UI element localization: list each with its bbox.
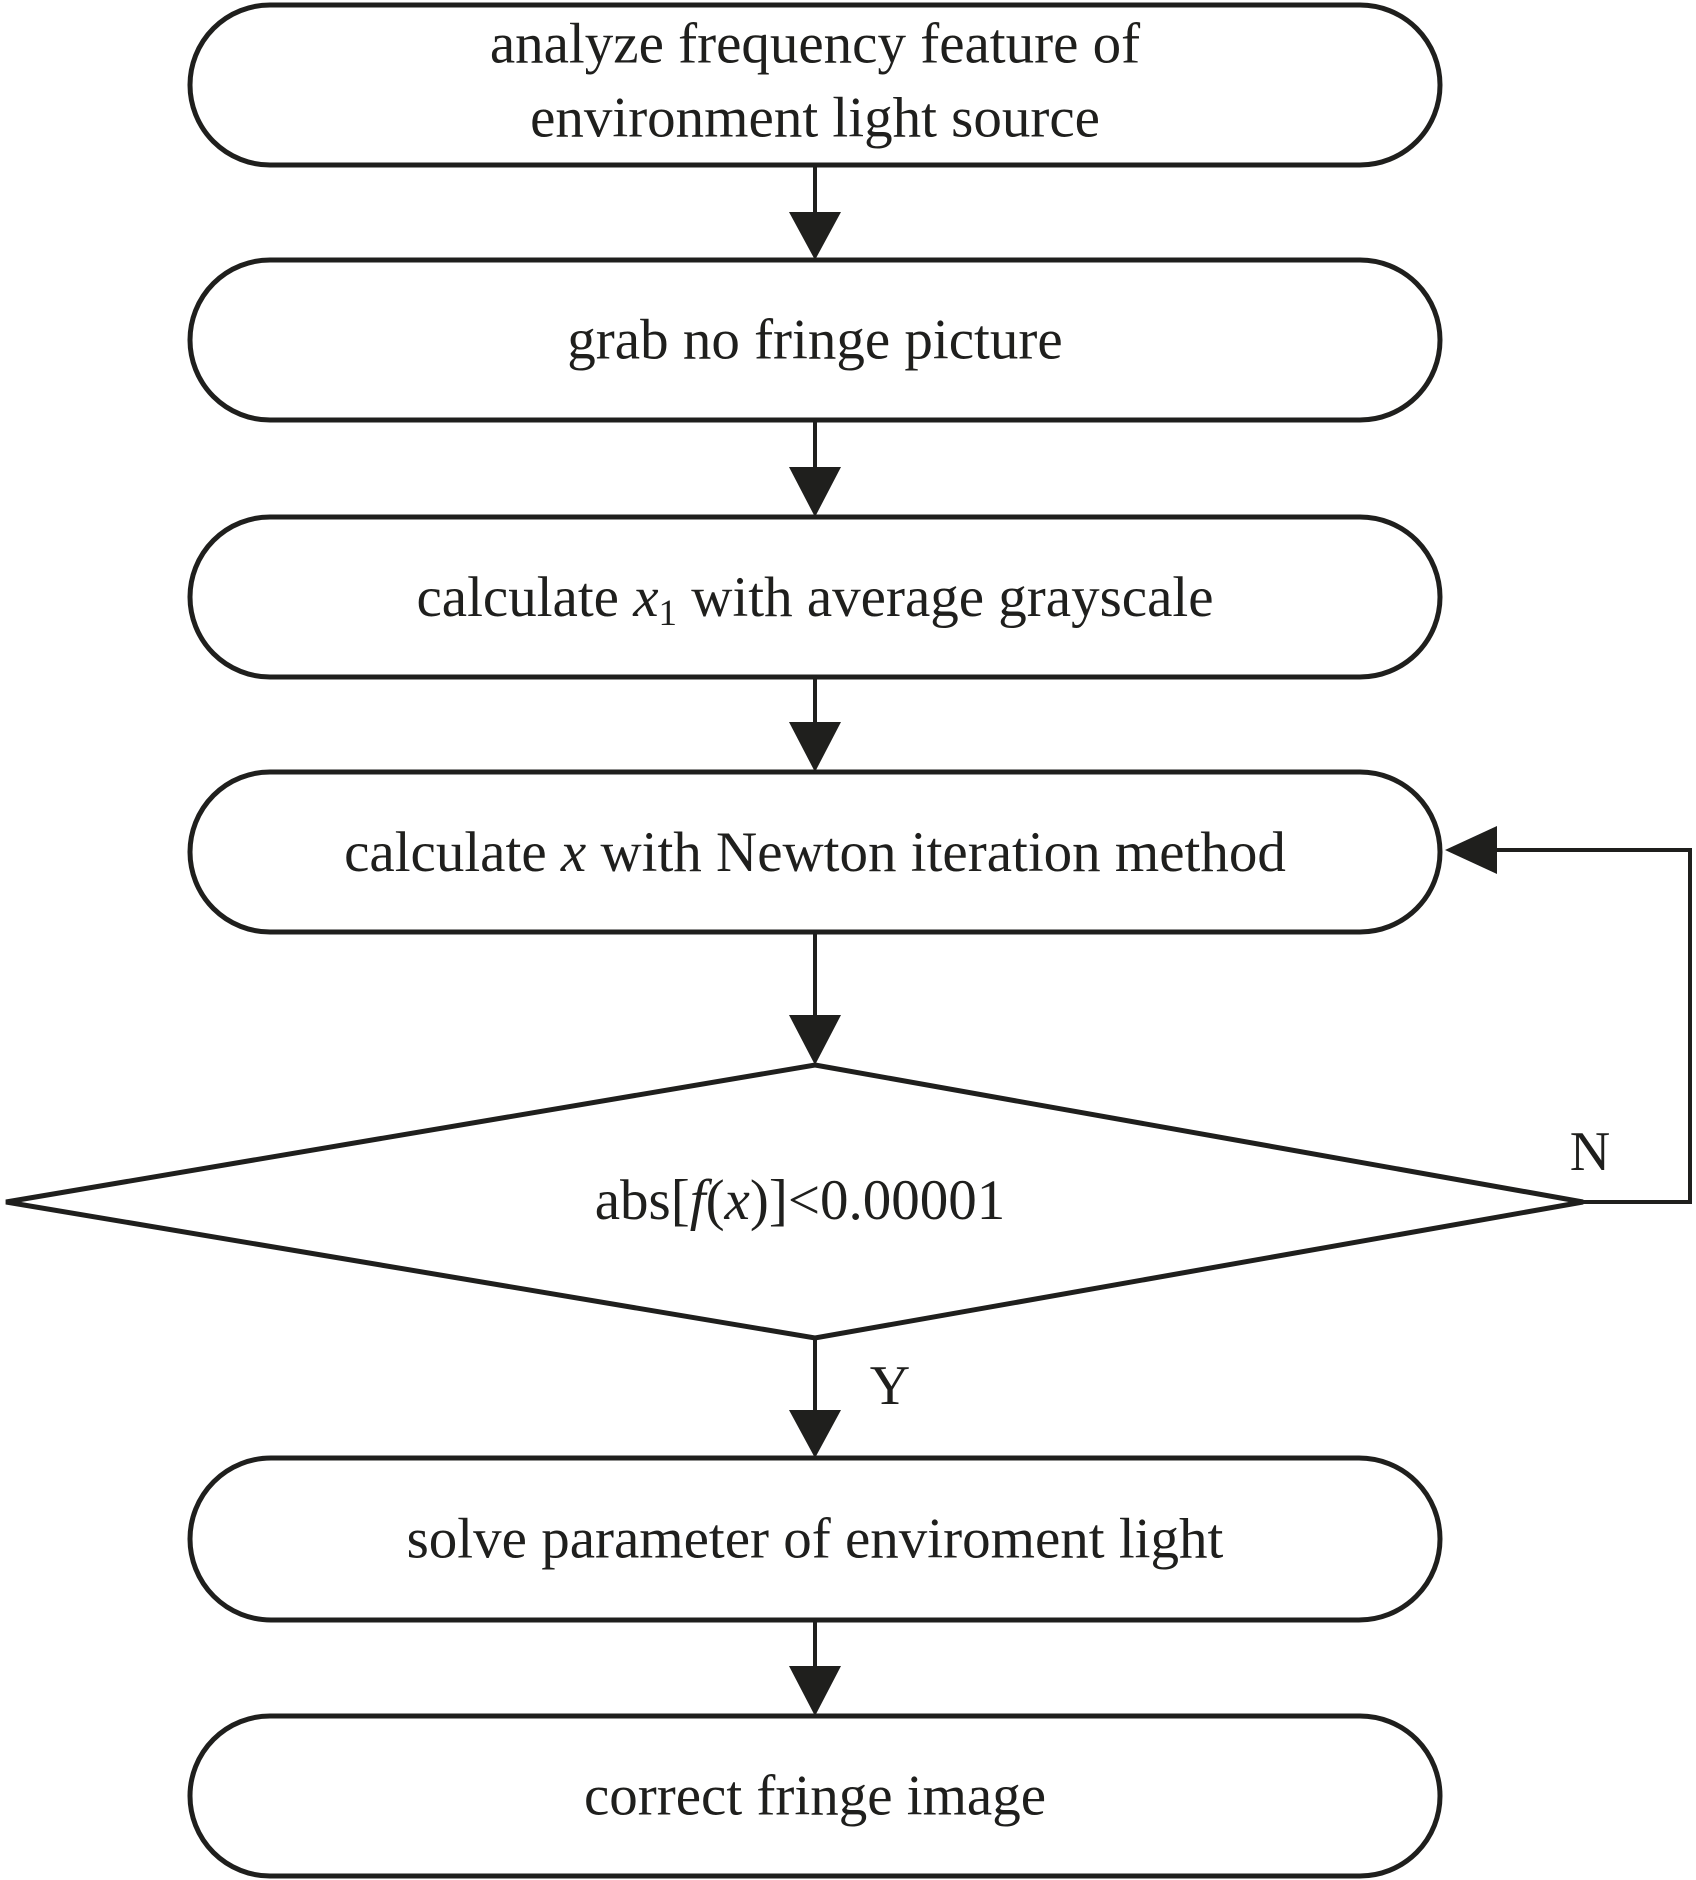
node-solve-label: solve parameter of enviroment light (407, 1508, 1224, 1571)
node-correct-box (187, 1713, 1443, 1879)
label-part: abs[ (595, 1169, 690, 1232)
node-analyze-label-line2: environment light source (530, 87, 1100, 150)
node-grab: grab no fringe picture (187, 257, 1443, 423)
node-correct-label: correct fringe image (584, 1765, 1046, 1828)
decision-abs-fx: abs[f(x)]<0.00001 (5, 1062, 1584, 1341)
label-part-italic-x: x (632, 566, 658, 629)
loop-no-branch: N (1445, 826, 1692, 1204)
arrow-head (789, 722, 841, 772)
node-analyze-label-line1: analyze frequency feature of (490, 13, 1140, 76)
label-part-subscript: 1 (659, 593, 678, 634)
label-branch-yes: Y (870, 1355, 910, 1417)
loop-no-arrow-head (1445, 826, 1497, 874)
label-branch-no: N (1570, 1121, 1610, 1183)
label-part-italic-x: x (560, 821, 586, 884)
loop-no-shaft (1497, 848, 1692, 1204)
node-calc-x: calculate x with Newton iteration method (187, 769, 1443, 935)
arrow-head (789, 1666, 841, 1716)
label-part: calculate (344, 821, 561, 884)
node-correct: correct fringe image (187, 1713, 1443, 1879)
node-calc-x-label: calculate x with Newton iteration method (344, 821, 1286, 884)
arrow-head (789, 1410, 841, 1458)
arrow-solve-to-correct (789, 1620, 841, 1716)
arrow-calc-x1-to-calc-x (789, 677, 841, 772)
label-part: ( (706, 1169, 725, 1232)
node-grab-label: grab no fringe picture (567, 309, 1062, 372)
label-part-italic-x: x (724, 1169, 750, 1232)
label-part: calculate (416, 566, 633, 629)
label-part: with Newton iteration method (586, 821, 1286, 884)
decision-label: abs[f(x)]<0.00001 (595, 1169, 1005, 1232)
arrow-head (789, 467, 841, 517)
label-part: ]<0.00001 (769, 1169, 1005, 1232)
arrow-head (789, 1015, 841, 1065)
node-calc-x1: calculate x1 with average grayscale (187, 514, 1443, 680)
arrow-decision-to-solve: Y (789, 1338, 910, 1458)
arrow-analyze-to-grab (789, 165, 841, 260)
node-analyze: analyze frequency feature of environment… (187, 2, 1443, 168)
label-part: with average grayscale (677, 566, 1213, 629)
arrow-calc-x-to-decision (789, 932, 841, 1065)
node-solve: solve parameter of enviroment light (187, 1455, 1443, 1623)
label-part: ) (750, 1169, 769, 1232)
node-calc-x1-label: calculate x1 with average grayscale (416, 566, 1213, 634)
arrow-grab-to-calc-x1 (789, 420, 841, 517)
arrow-head (789, 212, 841, 260)
